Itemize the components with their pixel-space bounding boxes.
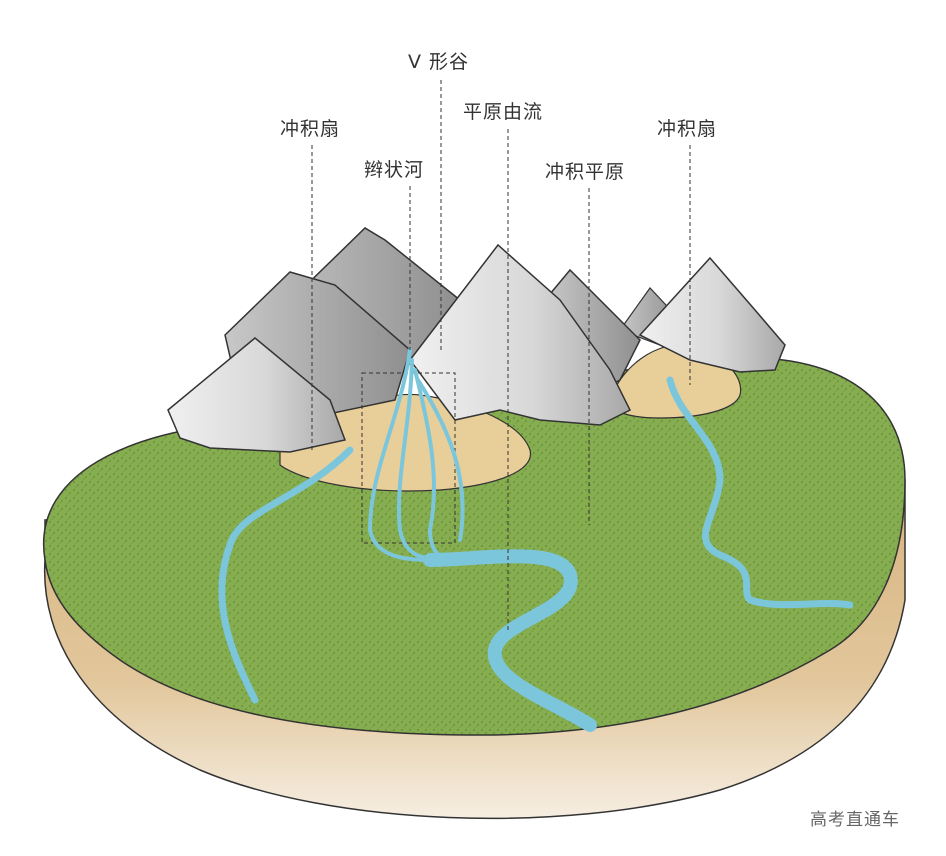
- label-braided-river: 辫状河: [364, 159, 425, 181]
- mountain-right: [638, 256, 786, 373]
- label-alluvial-plain: 冲积平原: [545, 161, 626, 183]
- braided-river-channel-1: [367, 348, 432, 562]
- label-alluvial-fan-right: 冲积扇: [657, 118, 718, 140]
- label-alluvial-fan-left: 冲积扇: [280, 118, 341, 140]
- mountain-central: [409, 243, 632, 426]
- river-right: [666, 376, 854, 609]
- watermark: 高考直通车: [810, 810, 900, 830]
- label-v-valley: V 形谷: [408, 51, 470, 73]
- label-plain-meander: 平原由流: [463, 101, 544, 123]
- leader-lines: [311, 80, 691, 630]
- braided-river-channel-2: [396, 358, 442, 562]
- rivers: [218, 348, 854, 732]
- braided-river-channel-4: [416, 378, 465, 542]
- meandering-river: [423, 549, 597, 732]
- mountain-front-left: [167, 337, 347, 453]
- river-left: [218, 446, 354, 704]
